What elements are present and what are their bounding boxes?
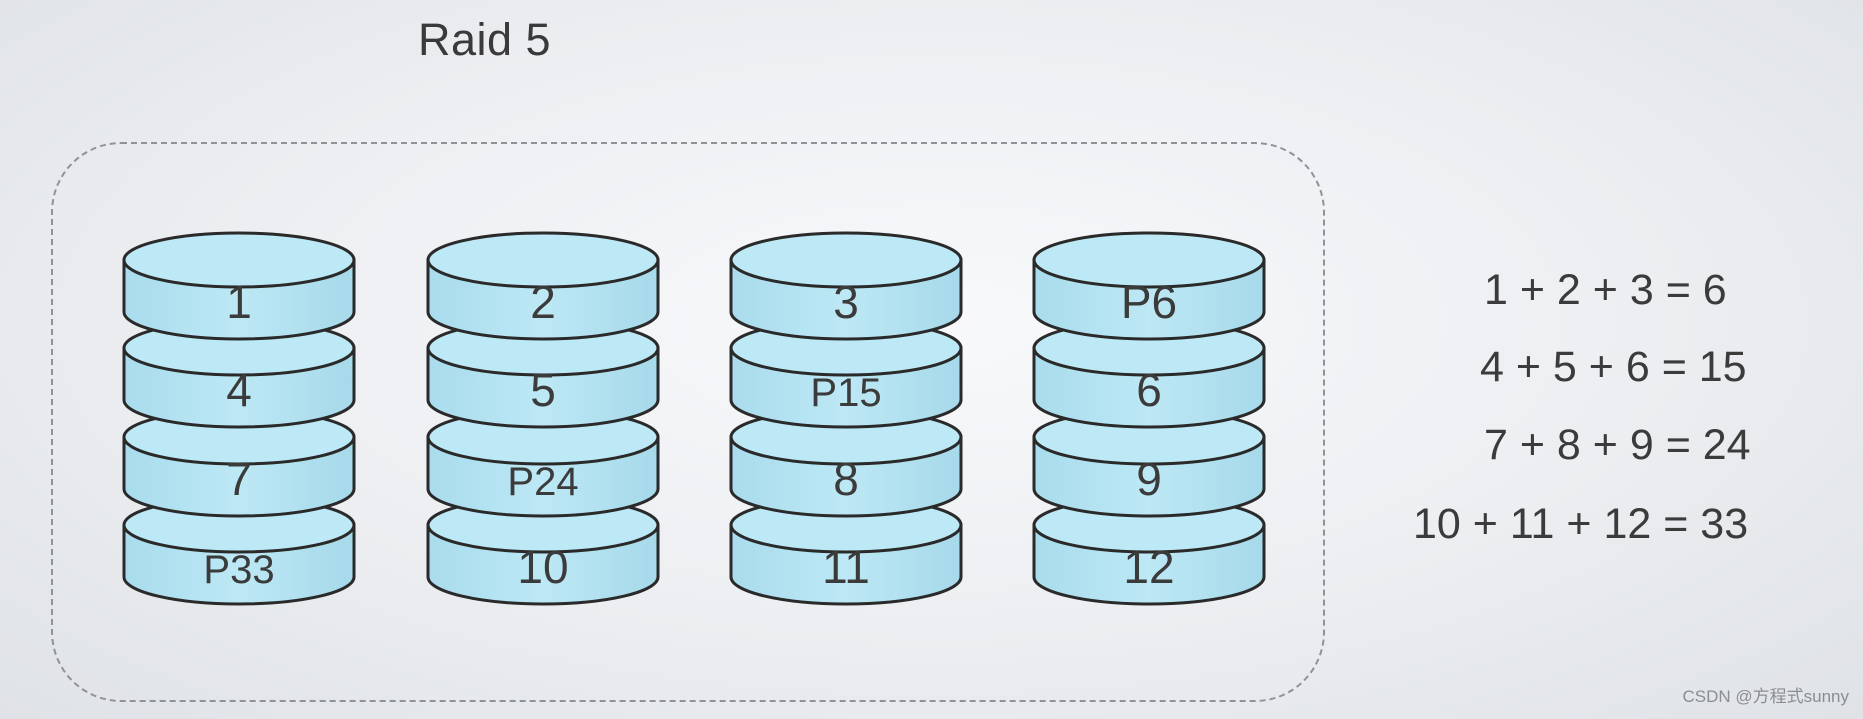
block-label: 11 xyxy=(822,541,870,593)
block-label: P24 xyxy=(507,460,578,504)
platter-top xyxy=(1032,231,1266,289)
block-label: 9 xyxy=(1136,453,1162,505)
block-label: 6 xyxy=(1136,364,1162,416)
block-label: P6 xyxy=(1121,276,1177,328)
block-label: 8 xyxy=(833,453,859,505)
platter: 3 xyxy=(729,231,963,341)
block-label: 7 xyxy=(226,453,252,505)
block-label: P33 xyxy=(203,548,274,592)
diagram-title: Raid 5 xyxy=(418,14,552,65)
disk-2: 10 P24 5 2 xyxy=(426,231,660,606)
platter-top xyxy=(426,231,660,289)
raid-array-boundary xyxy=(51,142,1325,702)
platter: P33 xyxy=(122,496,356,606)
equation-2: 4 + 5 + 6 = 15 xyxy=(1480,343,1747,391)
equation-3: 7 + 8 + 9 = 24 xyxy=(1484,421,1751,469)
block-label: 12 xyxy=(1123,541,1174,593)
block-label: 10 xyxy=(517,541,568,593)
platter: P6 xyxy=(1032,231,1266,341)
disk-3: 11 8 P15 3 xyxy=(729,231,963,606)
disk-4: 12 9 6 P6 xyxy=(1032,231,1266,606)
equation-1: 1 + 2 + 3 = 6 xyxy=(1484,266,1727,314)
platter-top xyxy=(729,231,963,289)
block-label: 1 xyxy=(226,276,252,328)
platter-top xyxy=(122,231,356,289)
block-label: 2 xyxy=(530,276,556,328)
watermark: CSDN @方程式sunny xyxy=(1682,687,1849,706)
block-label: P15 xyxy=(810,371,881,415)
block-label: 3 xyxy=(833,276,859,328)
disk-1: P33 7 4 1 xyxy=(122,231,356,606)
platter: 2 xyxy=(426,231,660,341)
block-label: 5 xyxy=(530,364,556,416)
block-label: 4 xyxy=(226,364,252,416)
equation-4: 10 + 11 + 12 = 33 xyxy=(1413,500,1749,548)
platter: 1 xyxy=(122,231,356,341)
